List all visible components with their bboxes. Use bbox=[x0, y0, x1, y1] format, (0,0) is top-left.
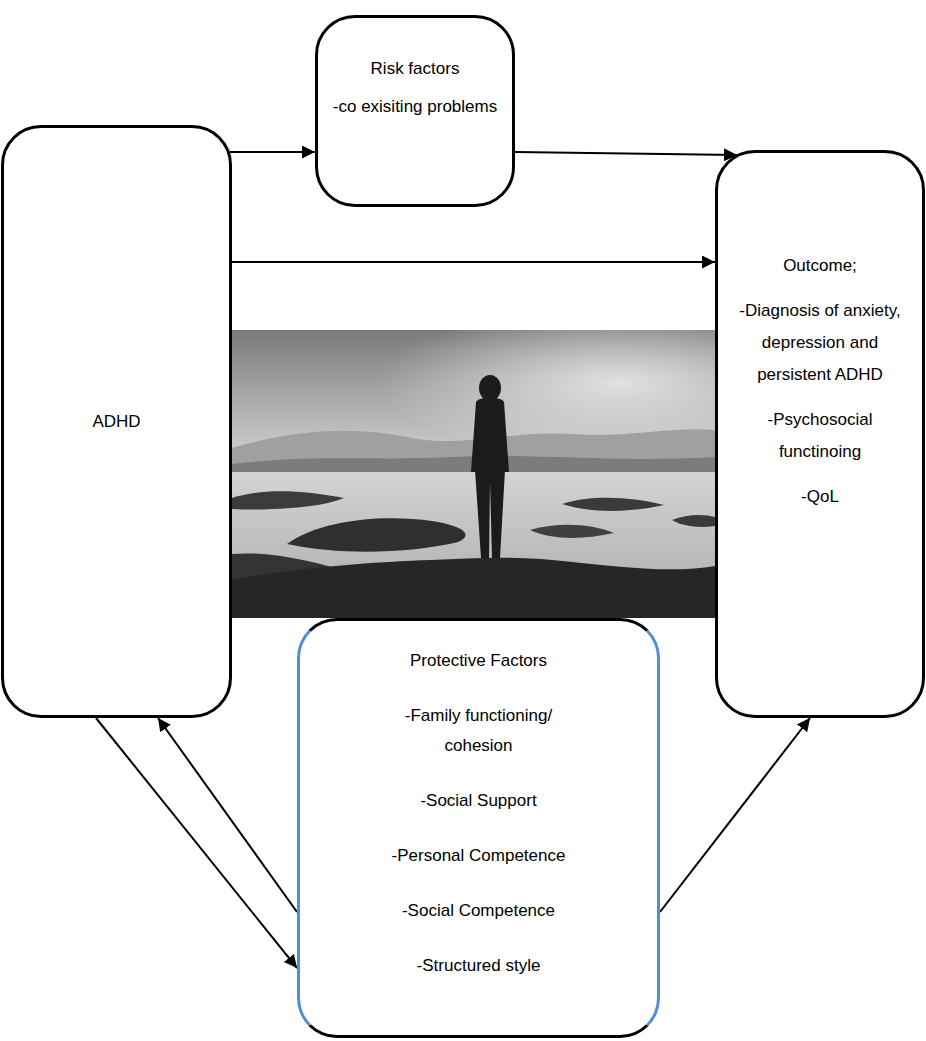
box-heading: Risk factors bbox=[326, 54, 504, 84]
condition-box: ADHD bbox=[1, 125, 232, 718]
box-content: Outcome; -Diagnosis of anxiety, depressio… bbox=[718, 153, 922, 715]
person-head bbox=[479, 375, 501, 401]
arrow-connector bbox=[660, 718, 810, 912]
person-body bbox=[471, 398, 509, 473]
outcome-box: Outcome; -Diagnosis of anxiety, depressio… bbox=[715, 150, 925, 718]
arrow-connector bbox=[232, 261, 715, 263]
arrow-connector bbox=[515, 152, 737, 155]
box-content: Protective Factors -Family functioning/ c… bbox=[300, 621, 657, 1035]
island bbox=[562, 498, 664, 511]
box-heading: Protective Factors bbox=[370, 646, 587, 676]
risk-box: Risk factors -co exisiting problems bbox=[315, 15, 515, 207]
island bbox=[672, 515, 715, 527]
box-item: -Family functioning/ cohesion bbox=[370, 701, 587, 761]
box-item: -co exisiting problems bbox=[326, 92, 504, 122]
island bbox=[530, 525, 614, 538]
person-silhouette bbox=[471, 375, 509, 558]
box-item: -Social Competence bbox=[370, 896, 587, 926]
box-item: -Social Support bbox=[370, 786, 587, 816]
protective-box: Protective Factors -Family functioning/ c… bbox=[297, 618, 660, 1038]
box-item: -QoL bbox=[736, 481, 904, 513]
island bbox=[287, 518, 466, 551]
sky-glow bbox=[232, 330, 715, 480]
arrow-connector bbox=[96, 718, 297, 968]
island bbox=[232, 491, 344, 509]
sky bbox=[232, 330, 715, 480]
box-item: -Structured style bbox=[370, 951, 587, 981]
box-item: -Diagnosis of anxiety, depression and pe… bbox=[736, 295, 904, 391]
arrow-connector bbox=[230, 151, 315, 153]
arrow-connector bbox=[158, 718, 297, 912]
foreground-hill bbox=[232, 558, 715, 618]
box-item: -Personal Competence bbox=[370, 841, 587, 871]
box-content: ADHD bbox=[4, 128, 229, 715]
box-item: -Psychosocial functinoing bbox=[736, 404, 904, 468]
box-heading: Outcome; bbox=[736, 250, 904, 282]
person-legs bbox=[475, 470, 505, 558]
box-content: Risk factors -co exisiting problems bbox=[318, 18, 512, 204]
lake bbox=[232, 472, 715, 618]
landscape-photo bbox=[232, 330, 715, 618]
box-heading: ADHD bbox=[14, 407, 219, 437]
